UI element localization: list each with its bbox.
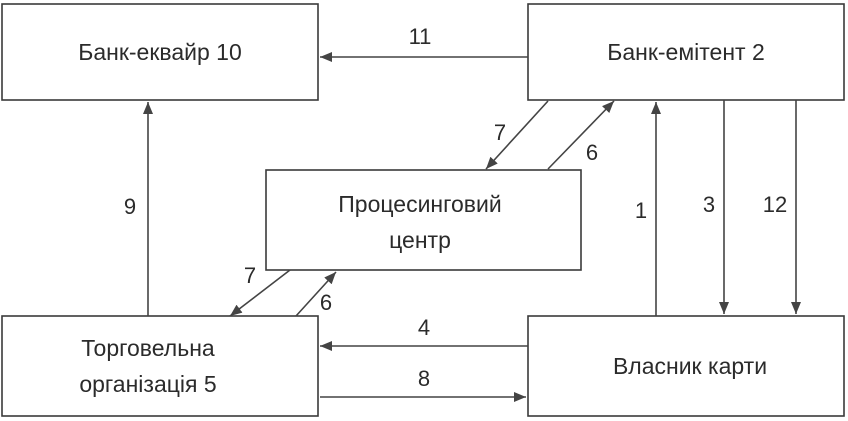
flow-8-label: 8: [418, 366, 430, 391]
flow-11-label: 11: [409, 24, 432, 49]
merchant-label-line1: Торговельна: [81, 335, 215, 361]
merchant-box: [1, 315, 319, 417]
flow-4-label: 4: [418, 315, 430, 340]
issuer-bank-label: Банк-емітент 2: [607, 39, 765, 65]
acquirer-bank-label: Банк-еквайр 10: [78, 39, 242, 65]
flow-6-bottom-label: 6: [320, 290, 332, 315]
flow-9-label: 9: [124, 194, 136, 219]
issuer-bank-box: [527, 3, 845, 101]
merchant-label-line2: організація 5: [79, 371, 216, 397]
flow-6-top-arrow: [547, 100, 615, 170]
flow-3-label: 3: [703, 192, 715, 217]
flow-12-label: 12: [763, 192, 787, 217]
flow-7-top-arrow: [485, 100, 549, 170]
cardholder-box: [527, 315, 845, 417]
processing-center-box: [265, 169, 582, 271]
flow-7-bottom-arrow: [229, 269, 291, 317]
processing-center-label-line2: центр: [389, 227, 451, 253]
flow-6-top-label: 6: [586, 140, 598, 165]
flow-6-bottom-arrow: [295, 271, 337, 317]
flow-7-bottom-label: 7: [244, 263, 256, 288]
flow-7-top-label: 7: [494, 120, 506, 145]
flow-1-label: 1: [635, 198, 647, 223]
acquirer-bank-box: [1, 3, 319, 101]
processing-center-label-line1: Процесинговий: [338, 191, 501, 217]
cardholder-label: Власник карти: [613, 353, 767, 379]
